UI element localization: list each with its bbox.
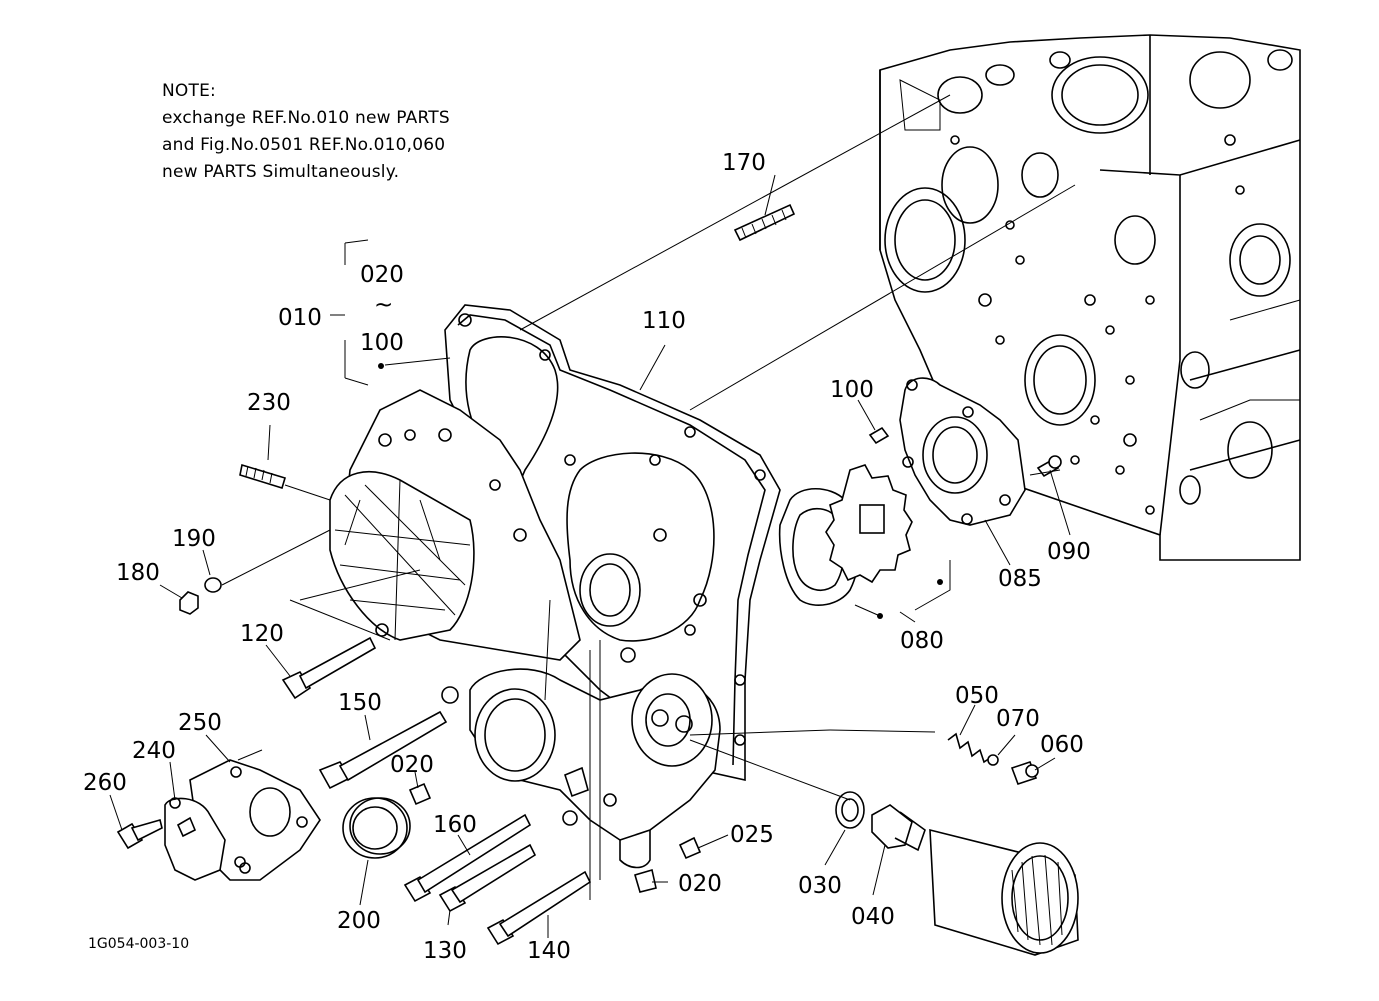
filter-and-relief-valve [835, 732, 1079, 956]
callout-230: 230 [247, 390, 291, 416]
callout-140: 140 [527, 938, 571, 964]
callout-020-left: 020 [390, 752, 434, 778]
callout-260: 260 [83, 770, 127, 796]
callout-range-tilde: ~ [374, 292, 393, 318]
callout-160: 160 [433, 812, 477, 838]
callout-085: 085 [998, 566, 1042, 592]
callout-150: 150 [338, 690, 382, 716]
figure-code: 1G054-003-10 [88, 936, 190, 952]
gear-case-assembly [289, 304, 781, 900]
callout-020-range-start: 020 [360, 262, 404, 288]
callout-020-right: 020 [678, 871, 722, 897]
callout-170: 170 [722, 150, 766, 176]
callout-200: 200 [337, 908, 381, 934]
engine-block [879, 34, 1301, 561]
callout-080: 080 [900, 628, 944, 654]
callout-190: 190 [172, 526, 216, 552]
callout-180: 180 [116, 560, 160, 586]
callout-010: 010 [278, 305, 322, 331]
note-line-1: exchange REF.No.010 new PARTS [162, 108, 450, 128]
note-line-2: and Fig.No.0501 REF.No.010,060 [162, 135, 446, 155]
oil-pump-group [778, 377, 1062, 619]
note-line-3: new PARTS Simultaneously. [162, 162, 400, 182]
callout-060: 060 [1040, 732, 1084, 758]
callout-110: 110 [642, 308, 686, 334]
fasteners-left [116, 203, 796, 946]
callout-040: 040 [851, 904, 895, 930]
callout-240: 240 [132, 738, 176, 764]
leader-lines [109, 94, 1076, 938]
note-heading: NOTE: [162, 81, 216, 101]
callout-025: 025 [730, 822, 774, 848]
callout-050: 050 [955, 683, 999, 709]
callout-labels: 170 110 010 020 ~ 100 230 190 180 120 15… [83, 150, 1091, 964]
callout-100-range-end: 100 [360, 330, 404, 356]
note-block: NOTE: exchange REF.No.010 new PARTS and … [162, 78, 450, 186]
callout-090: 090 [1047, 539, 1091, 565]
callout-120: 120 [240, 621, 284, 647]
callout-100-pin: 100 [830, 377, 874, 403]
callout-250: 250 [178, 710, 222, 736]
callout-130: 130 [423, 938, 467, 964]
callout-070: 070 [996, 706, 1040, 732]
callout-030: 030 [798, 873, 842, 899]
